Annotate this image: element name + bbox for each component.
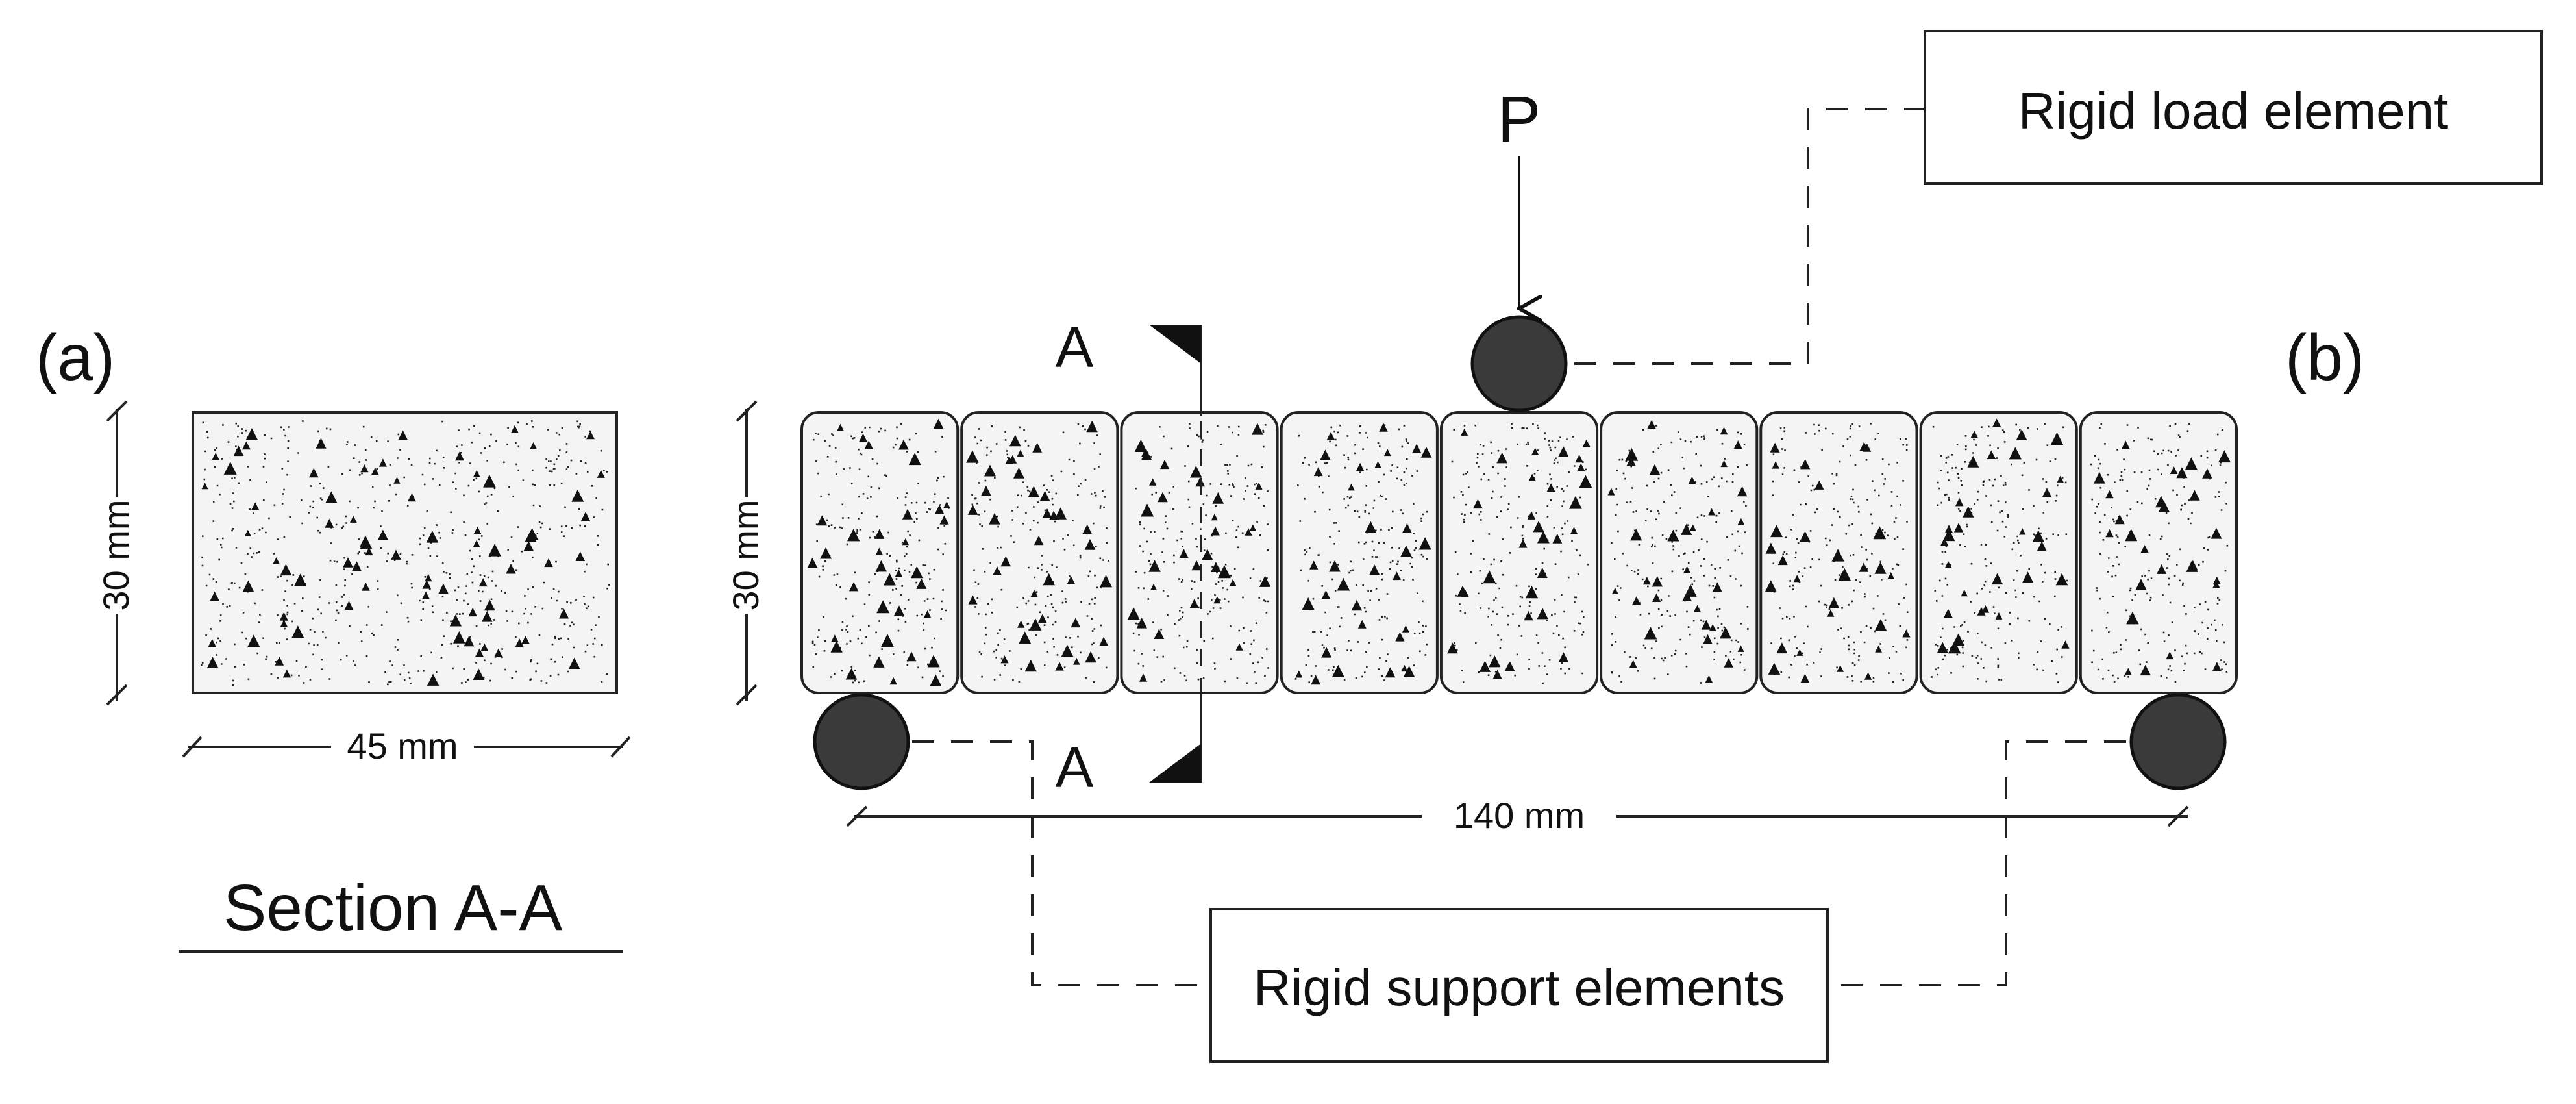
span-dimension: 140 mm: [846, 795, 2189, 836]
aggregate-particles: [1295, 423, 1432, 685]
load-callout: Rigid load element: [1574, 30, 2543, 365]
section-mark-bottom: A: [1056, 735, 1094, 799]
beam-height-label: 30 mm: [725, 499, 766, 610]
aggregate-particles: [2094, 440, 2231, 676]
section-width-dimension: 45 mm: [182, 725, 631, 766]
support-callout-label: Rigid support elements: [1254, 959, 1785, 1016]
aggregate-particles: [1127, 423, 1271, 682]
beam-height-dimension: 30 mm: [725, 400, 766, 706]
beam-element: [1439, 411, 1599, 694]
beam-elements: [800, 411, 2238, 694]
beam-element: [960, 411, 1119, 694]
section-width-label: 45 mm: [347, 725, 458, 766]
beam-element: [1600, 411, 1759, 694]
panel-b-label: (b): [2285, 321, 2364, 394]
load-symbol: P: [1498, 83, 1541, 156]
load-callout-label: Rigid load element: [2018, 82, 2449, 140]
beam-aggregate-texture: [807, 418, 2231, 686]
section-mark-top: A: [1056, 315, 1094, 379]
aggregate-particles: [807, 418, 950, 686]
section-height-label: 30 mm: [95, 499, 136, 610]
right-support-roller: [2129, 693, 2227, 790]
section-title: Section A-A: [223, 872, 563, 944]
beam-element: [1280, 411, 1439, 694]
panel-a-label: (a): [36, 321, 115, 394]
span-label: 140 mm: [1454, 795, 1585, 836]
aggregate-particles: [1937, 418, 2070, 654]
support-callout: Rigid support elements: [912, 740, 2126, 1063]
beam-element: [1919, 411, 2078, 694]
load-roller: [1470, 315, 1568, 412]
beam-element: [1120, 411, 1279, 694]
load-assembly: P: [1470, 83, 1568, 412]
section-height-dimension: 30 mm: [95, 400, 136, 706]
section-cut-marker: A A: [1056, 315, 1202, 799]
beam-element: [2079, 411, 2238, 694]
aggregate-particles: [966, 420, 1113, 672]
left-support-roller: [813, 693, 910, 790]
